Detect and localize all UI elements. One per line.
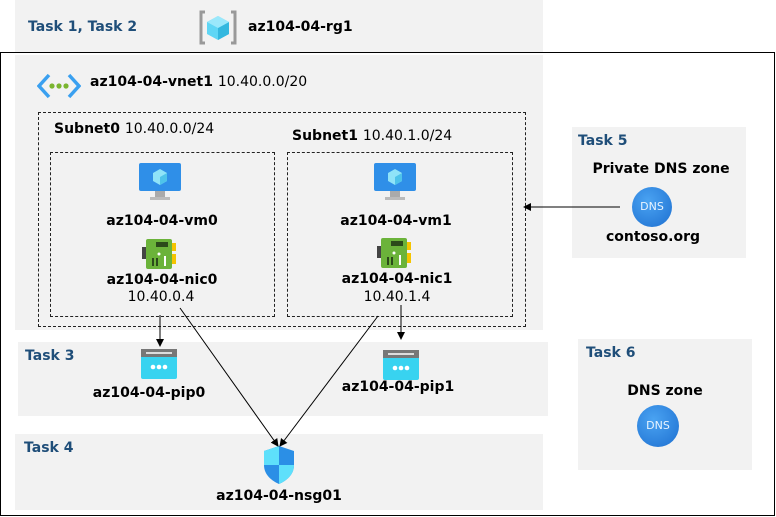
nic1-ip: 10.40.1.4 [363, 289, 431, 305]
subnet0-label: Subnet0 10.40.0.0/24 [54, 121, 214, 137]
virtual-network-icon [37, 73, 81, 99]
network-security-group-icon [264, 446, 294, 484]
dns-icon-text: DNS [640, 200, 664, 213]
subnet1-boundary [287, 152, 513, 317]
network-interface-icon [142, 239, 176, 269]
vnet-panel [15, 55, 543, 330]
vnet-label: az104-04-vnet1 10.40.0.0/20 [90, 74, 307, 90]
dns-icon: DNS [632, 187, 672, 227]
pip0-name: az104-04-pip0 [92, 385, 206, 401]
public-ip-icon [141, 349, 177, 379]
vnet-name: az104-04-vnet1 [90, 74, 213, 90]
arrow-nic0-nsg [179, 307, 279, 447]
vnet-boundary [38, 112, 526, 327]
task4-label: Task 4 [24, 440, 74, 456]
subnet1-cidr: 10.40.1.0/24 [362, 128, 453, 144]
network-interface-icon [377, 238, 411, 268]
task3-panel [18, 342, 548, 416]
task3-label: Task 3 [25, 348, 75, 364]
vm1-name: az104-04-vm1 [340, 213, 452, 229]
resource-group-icon [199, 10, 237, 45]
subnet1-label: Subnet1 10.40.1.0/24 [292, 128, 452, 144]
task6-panel [578, 339, 752, 470]
public-ip-icon [383, 350, 419, 380]
dns-icon-text: DNS [646, 419, 670, 432]
vnet-cidr: 10.40.0.0/20 [217, 74, 308, 90]
subnet0-boundary [50, 152, 275, 317]
nic0-ip: 10.40.0.4 [127, 289, 195, 305]
arrow-nic1-nsg [279, 315, 379, 447]
task6-label: Task 6 [586, 345, 636, 361]
vm0-name: az104-04-vm0 [106, 213, 218, 229]
nic1-name: az104-04-nic1 [341, 271, 453, 287]
resource-group-name: az104-04-rg1 [248, 19, 353, 35]
task5-label: Task 5 [578, 133, 628, 149]
nic0-name: az104-04-nic0 [106, 272, 218, 288]
nsg-name: az104-04-nsg01 [216, 488, 342, 504]
task-label-1-2: Task 1, Task 2 [28, 19, 138, 35]
vm-icon [374, 163, 416, 200]
subnet0-name: Subnet0 [54, 121, 120, 137]
dns-icon: DNS [637, 405, 679, 447]
outer-border [0, 52, 775, 516]
subnet1-name: Subnet1 [292, 128, 358, 144]
subnet0-cidr: 10.40.0.0/24 [124, 121, 215, 137]
private-dns-zone-name: contoso.org [605, 229, 701, 245]
resource-group-panel [15, 0, 543, 52]
private-dns-zone-title: Private DNS zone [592, 161, 730, 177]
vm-icon [139, 163, 181, 200]
pip1-name: az104-04-pip1 [341, 379, 455, 395]
dns-zone-title: DNS zone [627, 383, 703, 399]
